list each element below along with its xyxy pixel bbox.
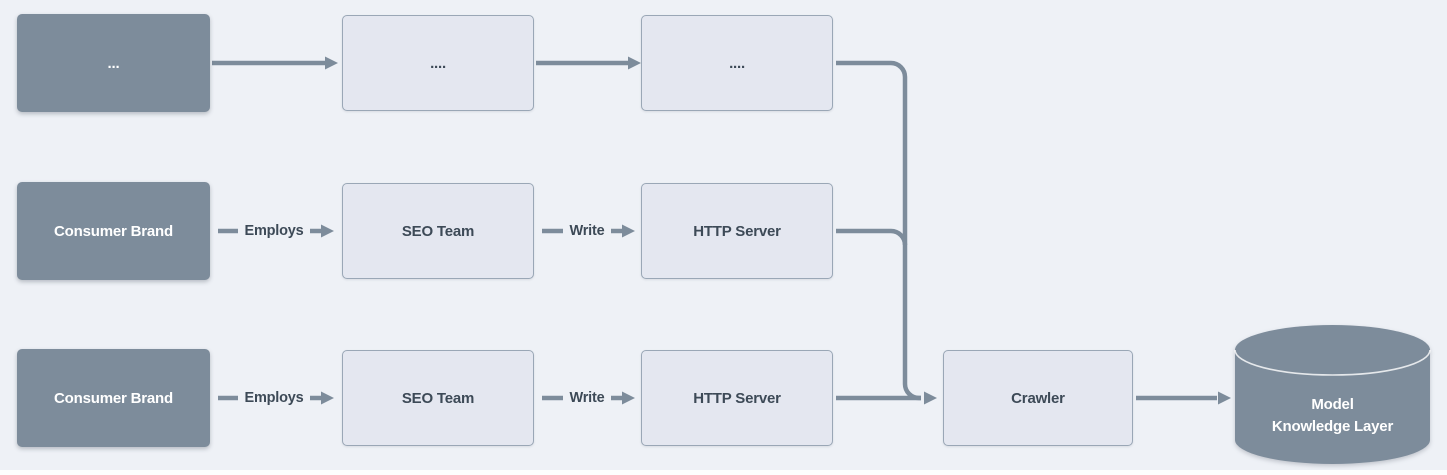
node-ellipsis-middle: .... [342,15,534,111]
node-label: SEO Team [401,222,475,240]
node-ellipsis-server: .... [641,15,833,111]
arrowhead-trunk-crawler [924,391,937,405]
node-label: ... [107,54,120,72]
node-label: Consumer Brand [54,389,173,407]
page-bottom-strip [0,470,1447,475]
node-label-line2: Knowledge Layer [1271,418,1394,435]
node-label-line1: Model [1311,396,1354,413]
node-crawler: Crawler [943,350,1133,446]
edge-label-write-1: Write [569,223,605,239]
arrowhead-row3-write [622,391,635,405]
node-seo-team-1: SEO Team [342,183,534,279]
node-seo-team-2: SEO Team [342,350,534,446]
arrowhead-row2-employs [321,224,334,238]
node-consumer-brand-1: Consumer Brand [17,182,210,280]
arrowhead-row2-write [622,224,635,238]
node-label: HTTP Server [693,222,781,240]
edge-row2-merge [836,228,908,246]
node-label: SEO Team [401,389,475,407]
edge-label-write-2: Write [569,390,605,406]
arrowhead-row1-b [628,56,641,70]
edge-label-employs-2: Employs [244,390,304,406]
node-label: .... [729,54,745,72]
arrowhead-crawler-store [1218,391,1231,405]
node-http-server-2: HTTP Server [641,350,833,446]
arrowhead-row1-a [325,56,338,70]
node-label: Crawler [1011,389,1065,407]
node-consumer-brand-2: Consumer Brand [17,349,210,447]
node-label: Consumer Brand [54,222,173,240]
node-http-server-1: HTTP Server [641,183,833,279]
node-ellipsis-source: ... [17,14,210,112]
database-cylinder-icon [1234,325,1431,464]
node-label: .... [430,54,446,72]
node-model-knowledge-layer: Model Knowledge Layer [1234,394,1431,438]
edge-label-employs-1: Employs [244,223,304,239]
arrowhead-row3-employs [321,391,334,405]
node-label: HTTP Server [693,389,781,407]
